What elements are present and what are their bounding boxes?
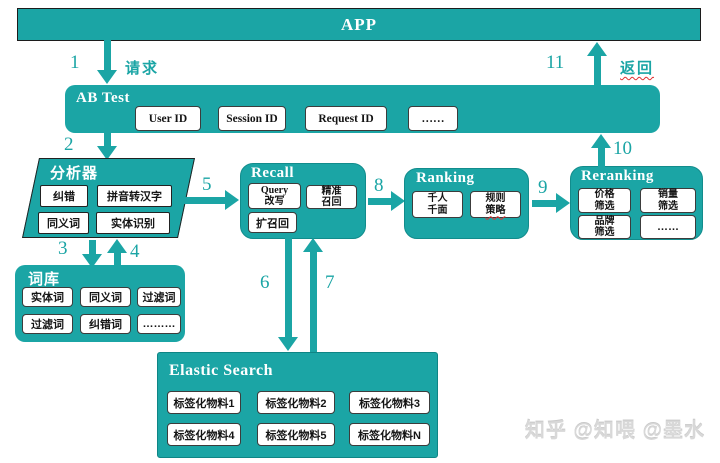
arrow-3-down-icon — [82, 254, 102, 268]
arrow-5-right-icon — [225, 190, 239, 210]
reranking-price-line2: 筛选 — [594, 200, 615, 212]
arrow-10-shaft — [598, 147, 605, 167]
arrow-2-down-icon — [97, 146, 117, 160]
reranking-brand-line1: 品牌 — [594, 215, 615, 227]
recall-query-line1: Query — [260, 184, 289, 196]
return-label: 返回 — [620, 60, 655, 77]
elastic-item-1: 标签化物料1 — [167, 391, 241, 414]
arrow-5-shaft — [184, 197, 226, 204]
arrow-10-up-icon — [591, 134, 611, 148]
recall-query-rewrite-box: Query 改写 — [248, 183, 301, 209]
reranking-sales-line1: 销量 — [658, 189, 678, 200]
zhihu-watermark: 知乎 @知喂 @墨水 — [524, 420, 705, 442]
edge-label-10: 10 — [613, 138, 632, 159]
word-lib-entity: 实体词 — [22, 287, 73, 307]
arrow-11-shaft — [594, 55, 601, 85]
edge-label-2: 2 — [64, 134, 74, 155]
recall-title: Recall — [251, 165, 294, 181]
analyzer-item-entity: 实体识别 — [96, 212, 170, 234]
reranking-title: Reranking — [581, 168, 654, 184]
elastic-item-4: 标签化物料4 — [167, 423, 241, 446]
ab-test-more-box: …… — [408, 106, 458, 131]
edge-label-3: 3 — [58, 238, 68, 259]
request-label: 请求 — [125, 60, 160, 77]
reranking-sales-line2: 筛选 — [658, 200, 678, 212]
arrow-4-up-icon — [107, 239, 127, 253]
elastic-item-3: 标签化物料3 — [349, 391, 430, 414]
session-id-box: Session ID — [218, 106, 286, 131]
ranking-personalized-line2: 千面 — [427, 204, 448, 216]
arrow-7-shaft — [310, 251, 317, 352]
ranking-title: Ranking — [416, 170, 475, 186]
ab-test-title: AB Test — [76, 90, 130, 106]
app-node: APP — [17, 8, 701, 41]
analyzer-item-synonym: 同义词 — [38, 212, 89, 234]
reranking-more-box: …… — [640, 215, 696, 239]
arrow-4-shaft — [114, 252, 121, 267]
analyzer-item-correction: 纠错 — [40, 185, 88, 207]
word-lib-filter-2: 过滤词 — [22, 314, 73, 334]
request-id-box: Request ID — [305, 106, 387, 131]
recall-query-line2: 改写 — [264, 196, 285, 207]
recall-precise-box: 精准 召回 — [306, 185, 357, 209]
recall-precise-line2: 召回 — [321, 197, 342, 208]
word-lib-filter-1: 过滤词 — [137, 287, 181, 307]
arrow-3-shaft — [89, 240, 96, 256]
word-lib-title: 词库 — [28, 271, 61, 288]
edge-label-5: 5 — [202, 174, 212, 195]
reranking-price-line1: 价格 — [594, 189, 615, 200]
reranking-brand-line2: 筛选 — [594, 227, 615, 238]
elastic-item-5: 标签化物料5 — [257, 423, 335, 446]
edge-label-8: 8 — [374, 175, 384, 196]
app-title: APP — [340, 14, 378, 34]
edge-label-4: 4 — [130, 241, 140, 262]
ranking-personalized-box: 千人 千面 — [412, 191, 463, 218]
ranking-rules-box: 规则 策略 — [470, 191, 521, 218]
elastic-search-title: Elastic Search — [169, 362, 274, 379]
elastic-item-2: 标签化物料2 — [257, 391, 335, 414]
arrow-8-shaft — [368, 198, 393, 205]
arrow-6-shaft — [285, 238, 292, 339]
analyzer-item-pinyin: 拼音转汉字 — [97, 185, 172, 207]
user-id-box: User ID — [135, 106, 201, 131]
reranking-brand-box: 品牌 筛选 — [578, 215, 631, 239]
ranking-rules-line1: 规则 — [485, 193, 506, 204]
arrow-6-down-icon — [278, 337, 298, 351]
ranking-personalized-line1: 千人 — [427, 193, 448, 204]
edge-label-6: 6 — [260, 272, 270, 293]
arrow-1-down-icon — [97, 70, 117, 84]
reranking-sales-box: 销量 筛选 — [640, 188, 696, 213]
recall-expand-box: 扩召回 — [248, 212, 297, 233]
edge-label-7: 7 — [325, 272, 335, 293]
analyzer-title: 分析器 — [50, 165, 99, 182]
word-lib-correction: 纠错词 — [80, 314, 131, 334]
edge-label-1: 1 — [70, 52, 80, 73]
word-lib-more: ……… — [137, 314, 181, 334]
arrow-1-shaft — [104, 40, 111, 71]
elastic-item-n: 标签化物料N — [349, 423, 430, 446]
arrow-2-shaft — [104, 133, 111, 147]
arrow-9-shaft — [532, 200, 558, 207]
recall-precise-line1: 精准 — [321, 185, 342, 197]
arrow-9-right-icon — [556, 193, 570, 213]
word-lib-synonym: 同义词 — [80, 287, 131, 307]
edge-label-11: 11 — [546, 52, 565, 73]
ranking-rules-line2: 策略 — [485, 204, 506, 216]
edge-label-9: 9 — [538, 177, 548, 198]
arrow-8-right-icon — [391, 191, 405, 211]
arrow-7-up-icon — [303, 238, 323, 252]
reranking-price-box: 价格 筛选 — [578, 188, 631, 213]
arrow-11-up-icon — [587, 42, 607, 56]
